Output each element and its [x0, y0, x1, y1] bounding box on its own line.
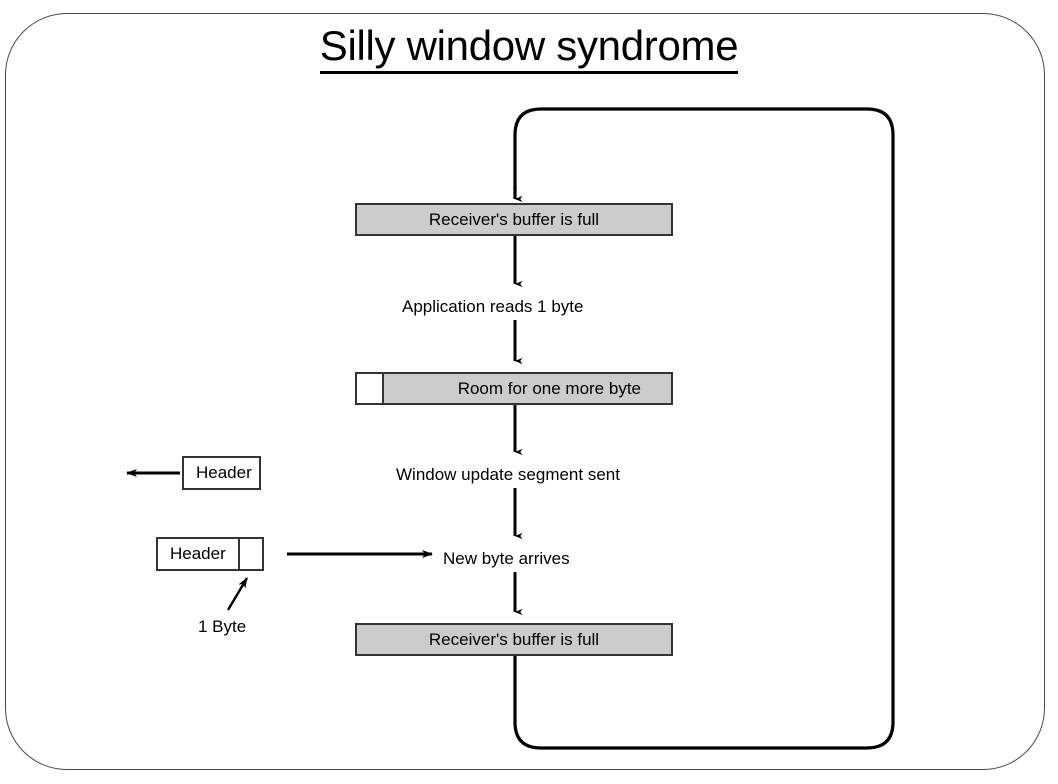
- node-buffer-full-bottom: Receiver's buffer is full: [355, 623, 673, 656]
- annotation-one-byte: 1 Byte: [198, 617, 247, 636]
- callout-one-byte-arrow: [226, 577, 249, 611]
- node-buffer-full-top: Receiver's buffer is full: [355, 203, 673, 236]
- node-header-in: Header: [156, 537, 264, 571]
- feedback-loop-path: [513, 107, 895, 750]
- room-filled-cell: Room for one more byte: [384, 374, 671, 403]
- node-room-one-more-byte: Room for one more byte: [355, 372, 673, 405]
- node-header-out: Header: [182, 456, 261, 490]
- node-header-in-byte-cell: [237, 539, 262, 569]
- edge-label-window-update: Window update segment sent: [396, 465, 620, 484]
- node-room-label: Room for one more byte: [457, 378, 641, 398]
- edge-label-new-byte-arrives: New byte arrives: [443, 549, 570, 568]
- node-header-out-label: Header: [196, 463, 252, 482]
- node-buffer-full-bottom-label: Receiver's buffer is full: [428, 629, 600, 649]
- node-buffer-full-top-label: Receiver's buffer is full: [428, 209, 600, 229]
- slide-frame-border: [5, 13, 1045, 770]
- edge-label-application-reads: Application reads 1 byte: [402, 297, 584, 316]
- page-title-text: Silly window syndrome: [319, 22, 739, 74]
- page-title: Silly window syndrome: [0, 22, 1058, 74]
- room-empty-cell: [357, 374, 384, 403]
- node-header-in-label: Header: [170, 544, 226, 563]
